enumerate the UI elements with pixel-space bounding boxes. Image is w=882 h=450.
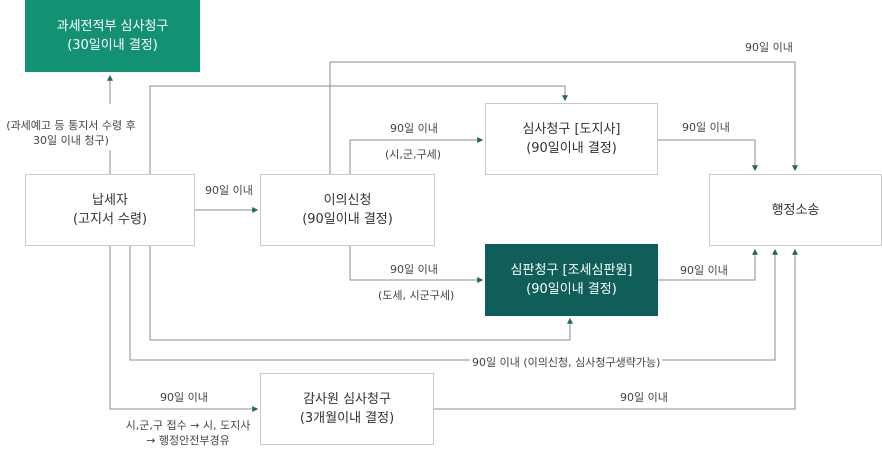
taxpayer-box: 납세자 (고지서 수령) [25,174,195,246]
notice-receipt-label: (과세예고 등 통지서 수령 후 30일 이내 청구) [0,118,142,148]
review-request-deadline: (90일이내 결정) [526,141,617,156]
taxpayer-to-audit-label: 90일 이내 [160,391,208,404]
trial-request-box: 심판청구 [조세심판원] (90일이내 결정) [485,244,658,316]
review-condition-label: (시,군,구세) [385,148,442,161]
review-notice-deadline: (30일이내 결정) [67,38,158,53]
objection-deadline: (90일이내 결정) [302,212,393,227]
audit-request-title: 감사원 심사청구 [303,392,391,407]
connector-objection-to-trial-request [349,246,484,283]
taxpayer-title: 납세자 [92,193,128,208]
trial-request-deadline: (90일이내 결정) [526,282,617,297]
review-request-title: 심사청구 [도지사] [522,122,621,137]
admin-suit-box: 행정소송 [709,174,882,246]
audit-request-box: 감사원 심사청구 (3개월이내 결정) [260,373,434,445]
connector-audit-request-to-admin-suit [434,248,798,410]
audit-route-label: 시,군,구 접수 → 시, 도지사 → 행정안전부경유 [108,418,268,448]
connector-objection-to-review-request [349,137,484,174]
connector-taxpayer-to-review-request [149,85,568,174]
audit-request-deadline: (3개월이내 결정) [299,411,395,426]
taxpayer-to-objection-label: 90일 이내 [205,184,253,197]
review-notice-title: 과세전적부 심사청구 [56,19,169,34]
connector-taxpayer-to-audit-request [109,246,259,412]
review-notice-box: 과세전적부 심사청구 (30일이내 결정) [25,0,200,72]
trial-to-suit-label: 90일 이내 [680,264,728,277]
audit-route-line1: 시,군,구 접수 → 시, 도지사 [125,419,251,432]
audit-to-suit-label: 90일 이내 [620,391,668,404]
trial-request-title: 심판청구 [조세심판원] [510,263,633,278]
trial-condition-label: (도세, 시군구세) [378,289,455,302]
review-to-suit-label: 90일 이내 [682,121,730,134]
review-request-box: 심사청구 [도지사] (90일이내 결정) [485,103,658,175]
connector-objection-to-admin-suit-top [329,61,798,174]
objection-to-trial-label: 90일 이내 [390,263,438,276]
admin-suit-title: 행정소송 [771,202,820,218]
top-to-suit-label: 90일 이내 [745,41,793,54]
direct-to-suit-label: 90일 이내 (이의신청, 심사청구생략가능) [470,355,663,370]
objection-title: 이의신청 [323,193,372,208]
connector-taxpayer-to-trial-request [149,246,573,341]
connector-trial-request-to-admin-suit [658,248,758,281]
connector-review-request-to-admin-suit [658,139,758,172]
taxpayer-subtitle: (고지서 수령) [72,212,148,227]
objection-to-review-label: 90일 이내 [390,122,438,135]
connector-taxpayer-to-admin-suit-direct [129,246,778,361]
notice-receipt-line2: 30일 이내 청구) [33,134,109,147]
audit-route-line2: → 행정안전부경유 [146,434,230,447]
notice-receipt-line1: (과세예고 등 통지서 수령 후 [6,119,136,132]
objection-box: 이의신청 (90일이내 결정) [260,174,435,246]
